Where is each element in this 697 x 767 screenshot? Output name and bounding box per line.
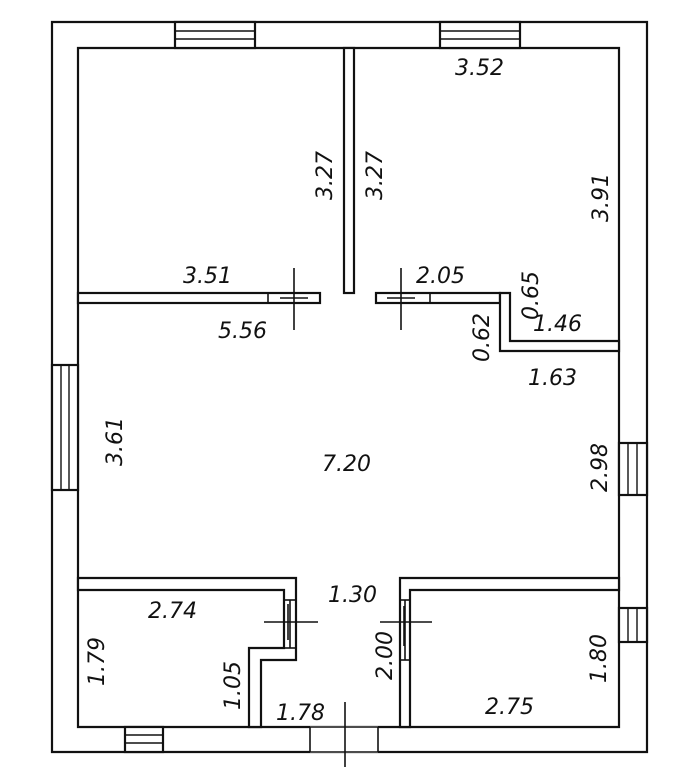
dim-notch-small: 0.65 <box>519 271 544 320</box>
dim-hall-door: 2.00 <box>373 631 398 680</box>
dim-notch-width: 1.46 <box>533 312 582 337</box>
window-bottom <box>123 725 165 754</box>
wall-top-center <box>342 46 356 295</box>
dim-bottom-right-height: 1.80 <box>587 634 612 683</box>
window-right-upper <box>617 441 649 497</box>
dim-living-left-height: 3.61 <box>103 417 128 466</box>
dim-corridor-width: 2.05 <box>416 264 465 289</box>
wall-notch <box>498 291 621 353</box>
window-left <box>50 363 80 492</box>
dim-notch-height: 0.62 <box>470 313 495 362</box>
entry-door-opening <box>309 726 379 753</box>
dim-entry-width: 1.78 <box>276 701 325 726</box>
dim-living-right-height: 2.98 <box>588 443 613 492</box>
dim-small-closet: 1.05 <box>221 661 246 710</box>
dim-left-room-height: 3.27 <box>313 151 338 200</box>
dim-bath-width: 2.74 <box>148 599 197 624</box>
window-top-left <box>173 20 257 50</box>
dim-bottom-right-width: 2.75 <box>485 695 534 720</box>
dim-living-width: 7.20 <box>322 452 371 477</box>
dim-notch-bottom-width: 1.63 <box>528 366 577 391</box>
dim-bath-height: 1.79 <box>85 637 110 686</box>
dim-hall-width: 1.30 <box>328 583 377 608</box>
wall-bath-top <box>76 576 298 729</box>
dim-living-top-width: 5.56 <box>218 319 267 344</box>
dim-right-room-height: 3.91 <box>589 173 614 222</box>
window-top-right <box>438 20 522 50</box>
dim-top-right-width: 3.52 <box>455 56 504 81</box>
dim-left-room-width: 3.51 <box>183 264 232 289</box>
dim-right-room-height-left: 3.27 <box>363 151 388 200</box>
window-right-lower <box>617 606 649 644</box>
wall-room-br <box>398 576 621 729</box>
